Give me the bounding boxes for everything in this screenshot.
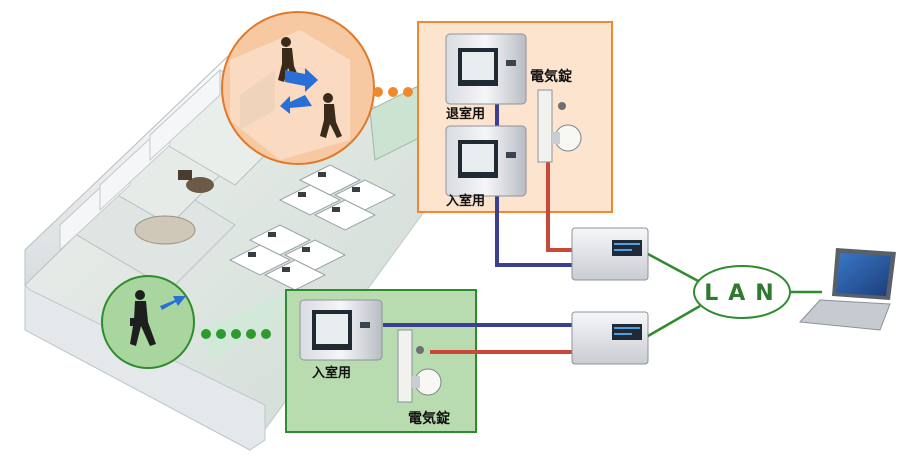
electric-lock-icon: [537, 89, 582, 163]
lower-entry-reader-label: 入室用: [312, 366, 352, 381]
lan-label-svg: LAN: [704, 281, 783, 306]
direction-arrow-icon: [160, 296, 186, 310]
card-reader-icon: [445, 125, 527, 197]
controller-icon: [571, 311, 649, 365]
entry-reader-label: 入室用: [446, 194, 486, 209]
electric-lock-icon: [397, 329, 442, 403]
upper-room-zoom: [221, 11, 375, 165]
exit-reader-label: 退室用: [446, 107, 486, 122]
lan-network: [647, 252, 822, 338]
person-icon: [130, 290, 156, 346]
lower-lock-label: 電気錠: [408, 411, 450, 427]
lan-label: LAN: [704, 281, 783, 306]
card-reader-icon: [299, 299, 383, 361]
card-reader-icon: [445, 33, 527, 105]
upper-connector-dots: [373, 87, 413, 97]
upper-lock-label: 電気錠: [530, 69, 572, 85]
direction-arrow-icon: [280, 68, 318, 114]
controller-icon: [571, 227, 649, 281]
lower-connector-dots: [201, 329, 271, 339]
entrance-zoom: [101, 275, 195, 369]
laptop-icon: [798, 248, 896, 331]
